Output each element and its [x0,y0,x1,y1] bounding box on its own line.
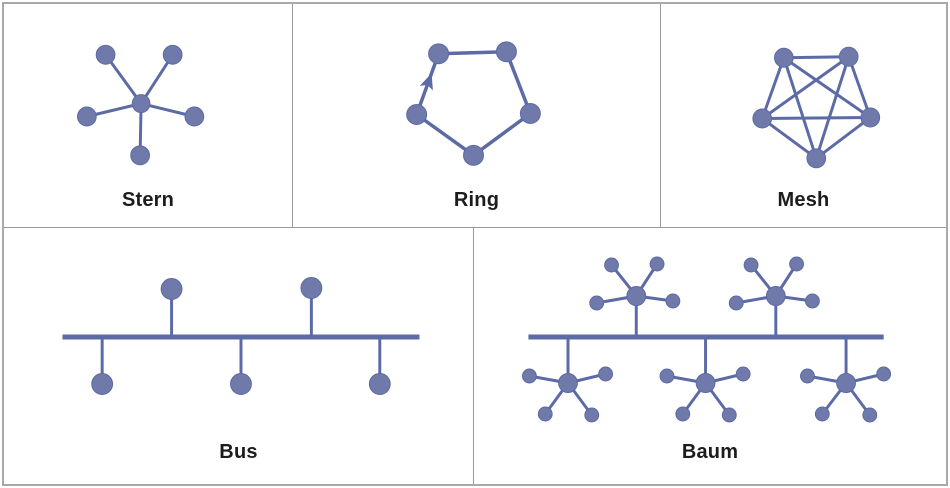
panel-label-ring: Ring [453,189,500,211]
network-node [300,277,323,299]
panel-label-baum: Baum [681,441,739,463]
network-node [626,286,647,306]
panel-mesh: Mesh [661,4,946,228]
bus-topology-diagram [62,277,420,395]
network-node [130,145,150,166]
network-node [814,406,830,422]
network-node [521,368,537,384]
network-link-line [761,117,818,160]
network-node [162,44,183,65]
network-node [584,407,600,423]
network-link-line [762,115,871,120]
star-topology-diagram [76,44,205,166]
network-node [728,295,744,311]
network-link-line [814,56,851,159]
mesh-topology-diagram [752,46,881,169]
network-node [406,104,428,125]
network-node [95,44,116,65]
network-node [735,366,751,382]
panel-stern: Stern [4,4,293,228]
flow-direction-arrow-icon [419,73,433,91]
network-node [604,257,619,273]
network-link-line [104,53,143,105]
network-node [230,373,252,395]
network-node [598,366,614,382]
network-node [876,366,892,382]
network-node [838,46,859,67]
network-node [558,373,578,393]
network-node [76,106,97,127]
network-node [765,286,786,306]
network-node [752,108,773,129]
network-node [131,94,151,114]
network-node [860,107,881,128]
panel-label-bus: Bus [219,441,258,463]
network-node [368,373,391,395]
network-node [862,407,878,423]
network-node [495,41,517,63]
network-node [649,256,665,272]
network-link-line [847,56,872,118]
network-node [91,373,114,395]
network-node [806,148,827,169]
network-link-line [761,55,850,120]
network-node [184,106,205,127]
tree-topology-diagram [521,256,892,423]
network-node [589,295,605,311]
network-link-line [760,57,786,119]
network-link-line [438,50,507,56]
panel-bus: Bus [4,228,474,484]
network-node [743,257,759,273]
bottom-row: Bus Baum [4,228,946,484]
network-node [721,407,737,423]
network-node [160,278,183,300]
network-node [659,368,675,384]
network-node [675,406,691,422]
network-link-line [782,57,818,159]
network-link-line [815,116,872,160]
network-node [463,144,484,166]
network-node [800,368,815,384]
panel-baum: Baum [474,228,946,484]
network-node [836,373,856,393]
network-node [804,293,820,309]
network-link-line [472,112,532,157]
panel-label-stern: Stern [121,189,175,211]
network-link-line [783,55,849,60]
network-node [774,47,794,68]
network-node [665,293,681,309]
network-node [519,103,541,124]
network-link-line [415,113,475,157]
network-node [695,373,716,393]
network-node [428,43,450,65]
panel-ring: Ring [293,4,661,228]
ring-topology-diagram [406,41,541,166]
network-node [537,406,553,422]
network-node [789,256,805,272]
top-row: Stern Ring Mesh [4,4,946,228]
network-link-line [504,51,532,115]
network-link-line [783,56,872,119]
panel-label-mesh: Mesh [777,189,830,211]
